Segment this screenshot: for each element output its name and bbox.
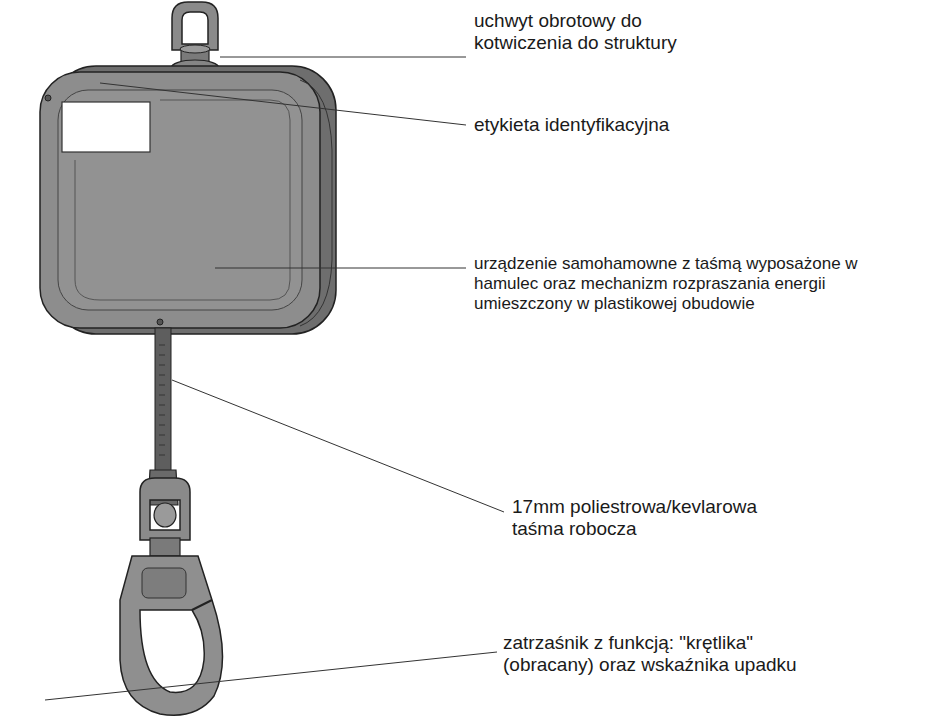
housing	[40, 66, 336, 334]
label-callout: etykieta identyfikacyjna	[474, 114, 669, 136]
snap-hook	[120, 478, 223, 715]
leader-lines	[45, 57, 504, 700]
webbing-callout: 17mm poliestrowa/kevlarowa taśma robocza	[512, 496, 782, 540]
handle-callout: uchwyt obrotowy do kotwiczenia do strukt…	[474, 10, 734, 54]
housing-callout: urządzenie samohamowne z taśmą wyposażon…	[474, 254, 926, 314]
swivel-handle	[171, 2, 219, 76]
hook-callout: zatrzaśnik z funkcją: "krętlika" (obraca…	[503, 632, 833, 676]
